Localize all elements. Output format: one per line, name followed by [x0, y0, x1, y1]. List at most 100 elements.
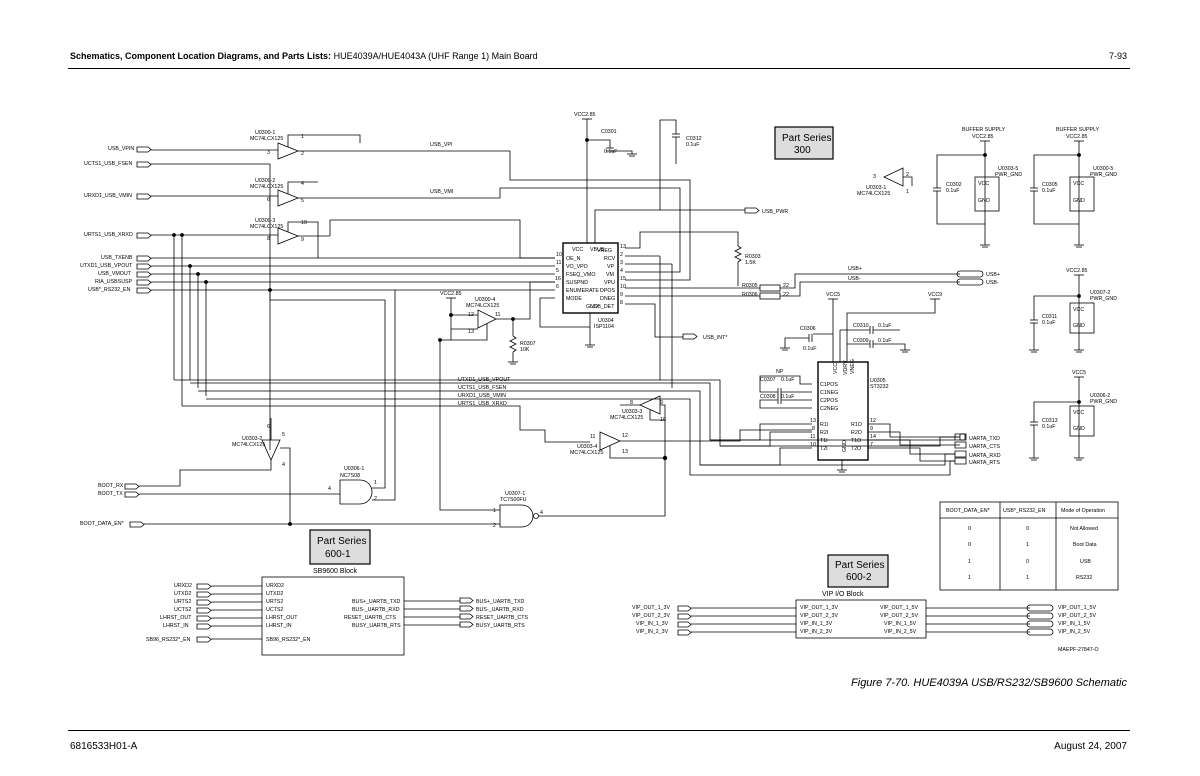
pin-label: VREG [597, 248, 612, 254]
pin-num: 10 [556, 252, 562, 258]
header-title: HUE4039A/HUE4043A (UHF Range 1) Main Boa… [333, 51, 538, 61]
mode-cell: 0 [968, 542, 971, 548]
pin-label: VP [607, 264, 615, 270]
sb-port: UTXD2 [174, 591, 191, 597]
pin-num: 10 [810, 442, 816, 448]
vip-block: VIP_OUT_1_3V VIP_OUT_2_3V VIP_IN_1_3V VI… [632, 599, 1096, 639]
port-arrow [136, 271, 152, 278]
u0305-ref: U0305 [870, 378, 886, 384]
pin-label: T1I [820, 438, 828, 444]
vip-pin: VIP_IN_2_5V [884, 629, 917, 635]
pin-num: 11 [556, 260, 562, 266]
svg-text:GND: GND [1073, 323, 1085, 329]
vip-port: VIP_IN_2_3V [636, 629, 669, 635]
pin-label: T2I [820, 446, 828, 452]
svg-text:VCC: VCC [1073, 410, 1084, 416]
port-ucts1: UCTS1_USB_FSEN [84, 161, 132, 167]
vip-port: VIP_OUT_2_5V [1058, 613, 1096, 619]
pin-label: C2NEG [820, 406, 838, 412]
vip-port: VIP_OUT_1_3V [632, 605, 670, 611]
sb-port: BUS-_UARTB_RXD [476, 607, 524, 613]
svg-text:GND: GND [1073, 426, 1085, 432]
svg-text:13: 13 [468, 329, 474, 335]
svg-text:2: 2 [906, 172, 909, 178]
mode-cell: Not Allowed [1070, 526, 1098, 532]
sb-port: BUS+_UARTB_TXD [476, 599, 525, 605]
ps600-1-l1: Part Series [317, 536, 366, 547]
buffer-supply-label: BUFFER SUPPLY [962, 127, 1006, 133]
sb-port: LHRST_IN [163, 623, 189, 629]
ps600-1-l2: 600-1 [325, 549, 351, 560]
u0304-body [562, 242, 619, 314]
pin-label: FSEQ_VMO [566, 272, 595, 278]
footer-date: August 24, 2007 [1054, 741, 1127, 752]
pin-num: 3 [620, 260, 623, 266]
svg-text:1: 1 [374, 480, 377, 486]
pin-label: T2O [851, 446, 861, 452]
pin-num: 2 [620, 252, 623, 258]
r0306-val: 22 [783, 292, 789, 298]
svg-text:9: 9 [660, 400, 663, 406]
u0303-1-ref: U0303-1 [866, 185, 886, 191]
port-arrow [136, 263, 152, 270]
svg-text:1: 1 [493, 508, 496, 514]
pin-label: T1O [851, 438, 861, 444]
port-arrow [129, 521, 145, 528]
net-urxd1-mid: URXD1_USB_VMIN [458, 393, 506, 399]
vip-pin: VIP_OUT_2_3V [800, 613, 838, 619]
net-usb-int: USB_INT* [703, 335, 727, 341]
svg-text:VBUS: VBUS [590, 247, 605, 253]
u0300-3-ref: U0300-3 [255, 218, 275, 224]
port-urxd1: URXD1_USB_VMIN [84, 193, 132, 199]
svg-text:VCC: VCC [572, 247, 583, 253]
c0302-val: 0.1uF [946, 188, 960, 194]
u0306-1-part: NC7S08 [340, 473, 360, 479]
sb-pin: BUS+_UARTB_TXD [352, 599, 401, 605]
vcc285-label: VCC2.85 [574, 112, 596, 118]
sb9600-title: SB9600 Block [313, 568, 357, 575]
sb-port: UCTS2 [174, 607, 191, 613]
port-ria-usbsusp: RIA_USBSUSP [95, 279, 133, 285]
c0305-val: 0.1uF [1042, 188, 1056, 194]
u0303-4-part: MC74LCX125 [570, 450, 603, 456]
r0303-val: 1.5K [745, 260, 756, 266]
u0300-1-part: MC74LCX125 [250, 136, 283, 142]
u0300-3-part: MC74LCX125 [250, 224, 283, 230]
pin-num: 13 [810, 418, 816, 424]
c0308-val: 0.1uF [781, 394, 795, 400]
buffer-supply-2: BUFFER SUPPLY VCC2.85 C0305 0.1uF VCCGND… [1030, 127, 1117, 248]
pin-label: R2O [851, 430, 862, 436]
mode-cell: 1 [1026, 575, 1029, 581]
sb-port: SB96_RS232*_EN [146, 637, 191, 643]
u0306-1: U0306-1 NC7S08 412 [139, 290, 396, 505]
pin-label: RCV [604, 256, 616, 262]
u0307-1-ref: U0307-1 [505, 491, 525, 497]
mode-cell: 1 [968, 559, 971, 565]
svg-text:6: 6 [267, 424, 270, 430]
sb-pin: UCTS2 [266, 607, 283, 613]
svg-text:GND: GND [978, 198, 990, 204]
port-arrow [136, 287, 152, 294]
uarta-ports: UARTA_TXD UARTA_CTS UARTA_RXD UARTA_RTS [954, 433, 1001, 466]
mode-cell: 0 [968, 526, 971, 532]
u0305-part: ST3232 [870, 384, 889, 390]
net-usb-vpi: USB_VPI [430, 142, 452, 148]
mode-table: BOOT_DATA_EN* USB*_RS232_EN Mode of Oper… [939, 501, 1119, 591]
figure-caption: Figure 7-70. HUE4039A USB/RS232/SB9600 S… [851, 677, 1127, 689]
r0303-ref: R0303 [745, 254, 761, 260]
u0300-4-ref: U0300-4 [475, 297, 495, 303]
svg-text:12: 12 [622, 433, 628, 439]
header-rule [68, 68, 1130, 69]
sb-port: URXD2 [174, 583, 192, 589]
left-ports: USB_VPIN UCTS1_USB_FSEN URXD1_USB_VMIN U… [80, 146, 152, 528]
vip-pin: VIP_IN_1_5V [884, 621, 917, 627]
svg-text:4: 4 [301, 181, 304, 187]
vip-port: VIP_OUT_2_3V [632, 613, 670, 619]
u0303-1-part: MC74LCX125 [857, 191, 890, 197]
c0312-val: 0.1uF [686, 142, 700, 148]
pin-num: 15 [620, 276, 626, 282]
c0309-val: 0.1uF [878, 338, 892, 344]
